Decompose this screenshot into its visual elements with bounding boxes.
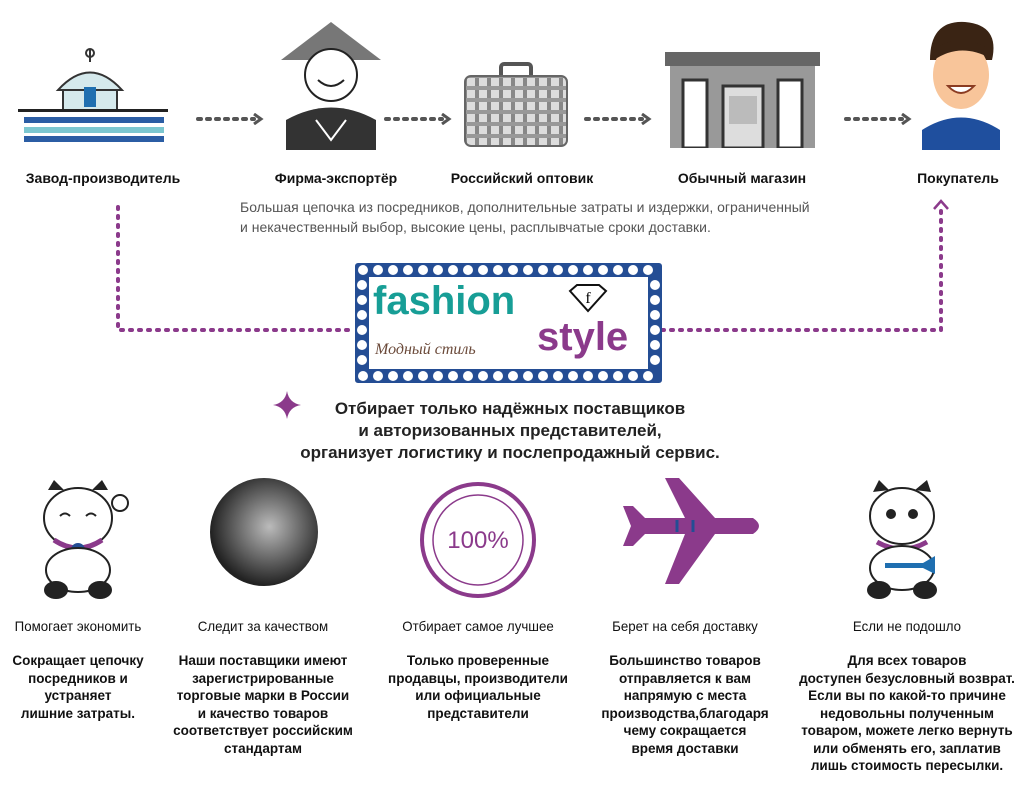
benefit-title: Помогает экономить [14,618,142,634]
direct-path-connector [116,199,949,332]
logo-diamond-emblem: f [568,284,608,313]
step-label-factory: Завод-производитель [25,170,181,186]
benefit-text: Только проверенные продавцы, производите… [388,653,568,721]
benefit-title: Если не подошло [852,618,962,634]
chain-description: Большая цепочка из посредников, дополнит… [240,197,860,237]
step-label-wholesaler: Российский оптовик [450,170,594,186]
tagline-line: и авторизованных представителей, [358,421,662,440]
mannequin-icon [210,478,318,586]
airplane-icon [623,478,759,584]
description-line: Большая цепочка из посредников, дополнит… [240,199,810,215]
logo-word-style: style [537,315,629,359]
benefit-text: Сокращает цепочку посредников и устраняе… [12,653,144,721]
benefit-title: Отбирает самое лучшее [402,618,554,634]
sparkle-icon [273,391,301,419]
cat-with-fish-icon [867,480,937,599]
step-label-buyer: Покупатель [917,170,999,186]
step-label-exporter: Фирма-экспортёр [274,170,398,186]
benefit-text: Наши поставщики имеют зарегистрированные… [173,653,353,756]
buyer-person-icon [922,21,1000,150]
store-icon [665,52,820,148]
benefit-text: Большинство товаров отправляется к вам н… [601,653,769,756]
logo-subtitle: Модный стиль [375,341,476,358]
exporter-person-icon [281,22,381,150]
svg-text:f: f [585,290,591,307]
arrow-right-icon [196,113,264,125]
fashion-style-logo: fashion f Модный стиль style [355,263,662,383]
logo-bulb-border [357,265,660,381]
arrow-right-icon [384,113,452,125]
benefit-title: Берет на себя доставку [612,618,758,634]
stamp-100-icon: 100% [420,482,536,598]
arrow-right-icon [844,113,912,125]
logo-word-fashion: fashion [373,279,516,323]
benefit-title: Следит за качеством [197,618,329,634]
tagline-line: организует логистику и послепродажный се… [300,443,720,462]
tagline: Отбирает только надёжных поставщиков и а… [250,398,770,464]
stamp-text: 100% [447,527,508,554]
description-line: и некачественный выбор, высокие цены, ра… [240,219,711,235]
lucky-cat-icon [43,480,129,599]
benefit-text: Для всех товаров доступен безусловный во… [799,653,1015,773]
factory-icon [18,48,168,142]
tagline-line: Отбирает только надёжных поставщиков [334,399,686,418]
step-label-store: Обычный магазин [677,170,807,186]
arrow-right-icon [584,113,652,125]
suitcase-icon [464,62,568,147]
